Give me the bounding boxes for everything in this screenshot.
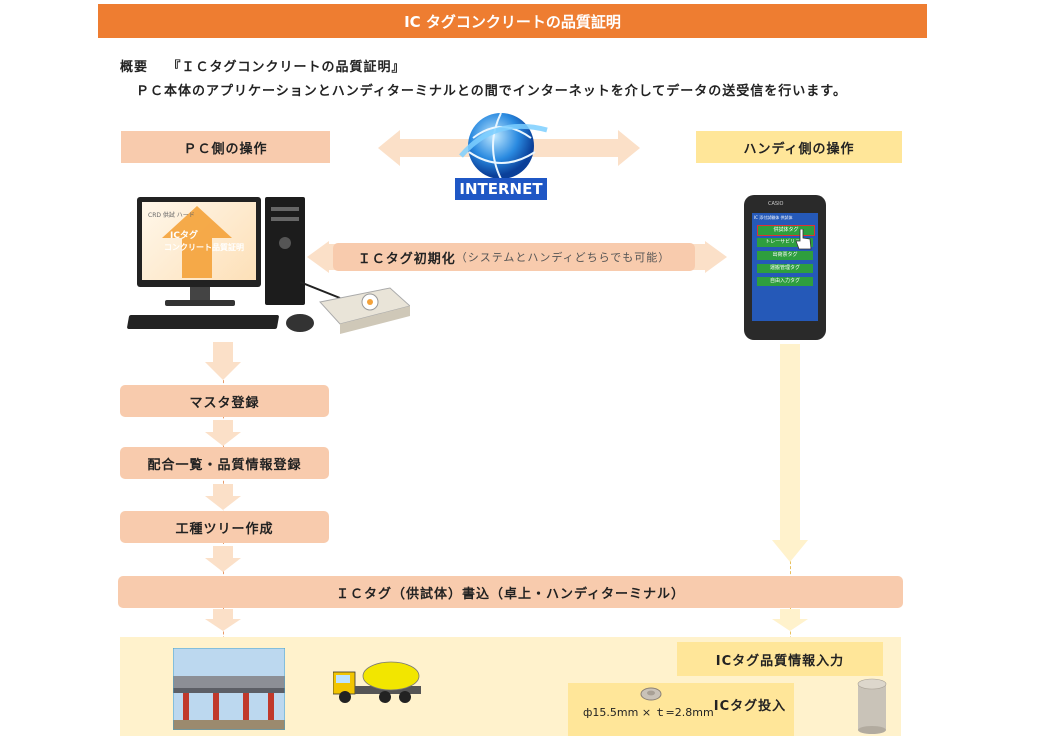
down-arrow-1 <box>205 342 241 380</box>
ic-tag-disc-icon <box>640 687 662 701</box>
ic-tag-insert-area <box>568 683 794 736</box>
ic-init-label-text: ＩＣタグ初期化 <box>357 251 456 267</box>
handy-screen: IC 添付試験体 供試体 供試体タグ トレーサビリティ 出荷票タグ 運搬管理タグ… <box>752 213 818 321</box>
ic-init-note: （システムとハンディどちらでも可能） <box>455 251 671 264</box>
step-master-text: マスタ登録 <box>189 395 260 411</box>
pc-monitor: CRD 供試 ハード ICタグ コンクリート品質証明 <box>137 197 261 287</box>
handy-terminal: CASIO IC 添付試験体 供試体 供試体タグ トレーサビリティ 出荷票タグ … <box>744 195 826 340</box>
monitor-stand <box>190 287 210 301</box>
handy-brand: CASIO <box>768 201 784 207</box>
ic-tag-write-text: ＩＣタグ（供試体）書込（卓上・ハンディターミナル） <box>335 586 686 602</box>
handy-menu-item-1[interactable]: 供試体タグ <box>757 225 815 236</box>
pc-side-label-text: ＰＣ側の操作 <box>183 141 268 157</box>
monitor-base <box>165 300 235 306</box>
ic-tag-insert-label: ICタグ投入 <box>706 690 794 718</box>
monitor-line2: ICタグ <box>170 231 198 241</box>
construction-photo <box>173 648 285 730</box>
ic-tag-size-label: ф15.5mm × ｔ=2.8mm <box>583 706 714 719</box>
pc-tower <box>265 197 305 305</box>
handy-side-label: ハンディ側の操作 <box>696 131 902 163</box>
keyboard <box>126 315 280 329</box>
ic-card-reader <box>300 281 410 334</box>
ic-tag-quality-input-text: ICタグ品質情報入力 <box>715 653 845 669</box>
mouse <box>286 314 314 332</box>
handy-menu-item-3[interactable]: 出荷票タグ <box>757 251 813 260</box>
down-arrow-5 <box>205 609 241 631</box>
step-master-registration: マスタ登録 <box>120 385 329 417</box>
handy-menu-item-5[interactable]: 自由入力タグ <box>757 277 813 286</box>
internet-globe-icon <box>459 112 548 180</box>
internet-label: INTERNET <box>455 178 547 200</box>
handy-side-label-text: ハンディ側の操作 <box>743 141 855 157</box>
ic-tag-insert-text: ICタグ投入 <box>713 698 787 714</box>
pc-side-label: ＰＣ側の操作 <box>121 131 330 163</box>
monitor-line1: CRD 供試 ハード <box>148 212 195 219</box>
pc-monitor-screen: CRD 供試 ハード ICタグ コンクリート品質証明 <box>142 202 256 280</box>
overview-line: 概要 『ＩＣタグコンクリートの品質証明』 <box>120 56 406 75</box>
handy-menu-item-4[interactable]: 運搬管理タグ <box>757 264 813 273</box>
ic-tag-quality-input: ICタグ品質情報入力 <box>677 642 883 676</box>
down-arrow-2 <box>205 420 241 446</box>
page-title: IC タグコンクリートの品質証明 <box>404 12 621 31</box>
down-arrow-4 <box>205 546 241 572</box>
step-mix-registration: 配合一覧・品質情報登録 <box>120 447 329 479</box>
overview-description: ＰＣ本体のアプリケーションとハンディターミナルとの間でインターネットを介してデー… <box>136 84 848 99</box>
handy-down-arrow-2 <box>772 609 808 631</box>
monitor-line3: コンクリート品質証明 <box>164 243 244 252</box>
step-tree-creation: 工種ツリー作成 <box>120 511 329 543</box>
ic-tag-write-bar: ＩＣタグ（供試体）書込（卓上・ハンディターミナル） <box>118 576 903 608</box>
upward-arrow-graphic <box>162 206 232 278</box>
mixer-truck-icon <box>333 661 421 703</box>
step-mix-text: 配合一覧・品質情報登録 <box>147 457 302 473</box>
overview-title: 『ＩＣタグコンクリートの品質証明』 <box>167 60 406 75</box>
handy-screen-header: IC 添付試験体 供試体 <box>754 215 793 220</box>
internet-label-text: INTERNET <box>459 180 543 198</box>
concrete-specimen-icon <box>857 678 887 734</box>
handy-menu-item-2[interactable]: トレーサビリティ <box>757 238 813 247</box>
ic-init-label: ＩＣタグ初期化 （システムとハンディどちらでも可能） <box>333 243 695 271</box>
handy-down-arrow <box>772 344 808 562</box>
step-tree-text: 工種ツリー作成 <box>175 521 274 537</box>
header-banner: IC タグコンクリートの品質証明 <box>98 4 927 38</box>
down-arrow-3 <box>205 484 241 510</box>
overview-label: 概要 <box>120 60 149 75</box>
pointing-hand-icon <box>795 229 812 250</box>
